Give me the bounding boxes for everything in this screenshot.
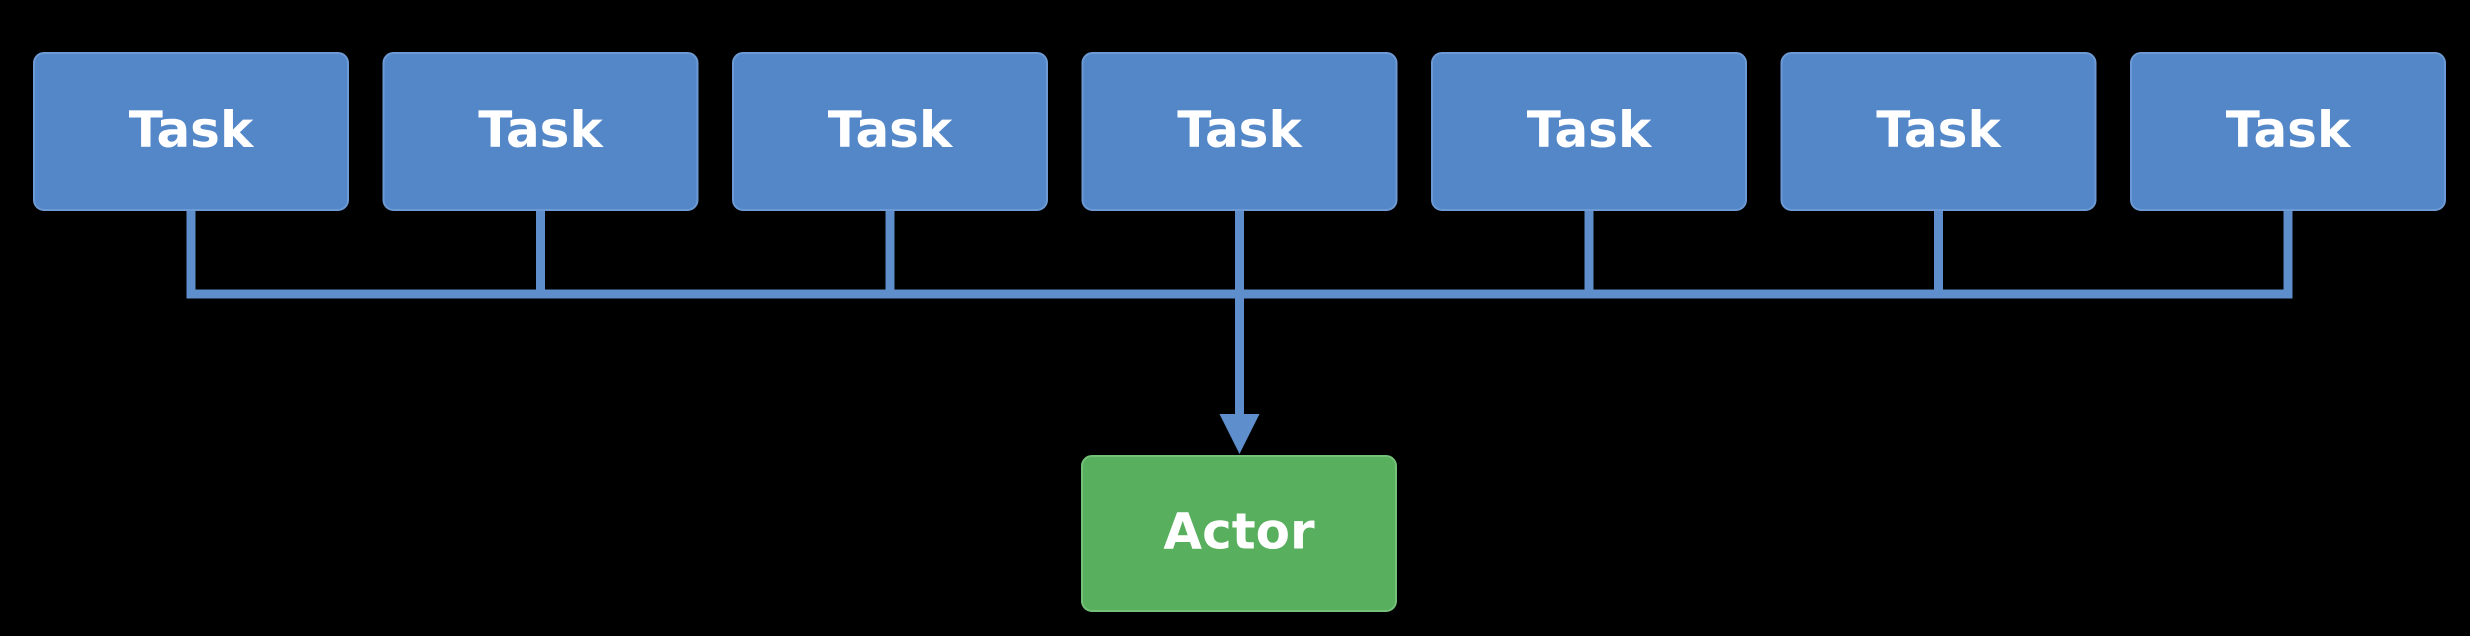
task-label: Task — [2226, 101, 2352, 159]
task-node — [732, 52, 1048, 211]
task-node-group: Task — [1081, 52, 1398, 211]
task-node — [382, 52, 699, 211]
task-label: Task — [1527, 101, 1653, 159]
actor-label: Actor — [1163, 503, 1315, 561]
actor-node-group: Actor — [1081, 455, 1397, 612]
task-node-group: Task — [2130, 52, 2446, 211]
task-label: Task — [1177, 101, 1303, 159]
connectors — [186, 210, 2293, 454]
task-node-group: Task — [1431, 52, 1747, 211]
task-node — [1431, 52, 1747, 211]
actor-node — [1081, 455, 1397, 612]
task-node-group: Task — [33, 52, 349, 211]
task-node — [33, 52, 349, 211]
arrow-head-icon — [1219, 414, 1260, 454]
task-label: Task — [129, 101, 255, 159]
task-label: Task — [478, 101, 604, 159]
task-node — [2130, 52, 2446, 211]
task-node — [1081, 52, 1398, 211]
task-node — [1780, 52, 2097, 211]
task-label: Task — [828, 101, 954, 159]
task-node-group: Task — [732, 52, 1048, 211]
task-label: Task — [1876, 101, 2002, 159]
task-nodes: Task Task Task Task Task Task Task — [33, 52, 2446, 211]
task-node-group: Task — [1780, 52, 2097, 211]
task-node-group: Task — [382, 52, 699, 211]
